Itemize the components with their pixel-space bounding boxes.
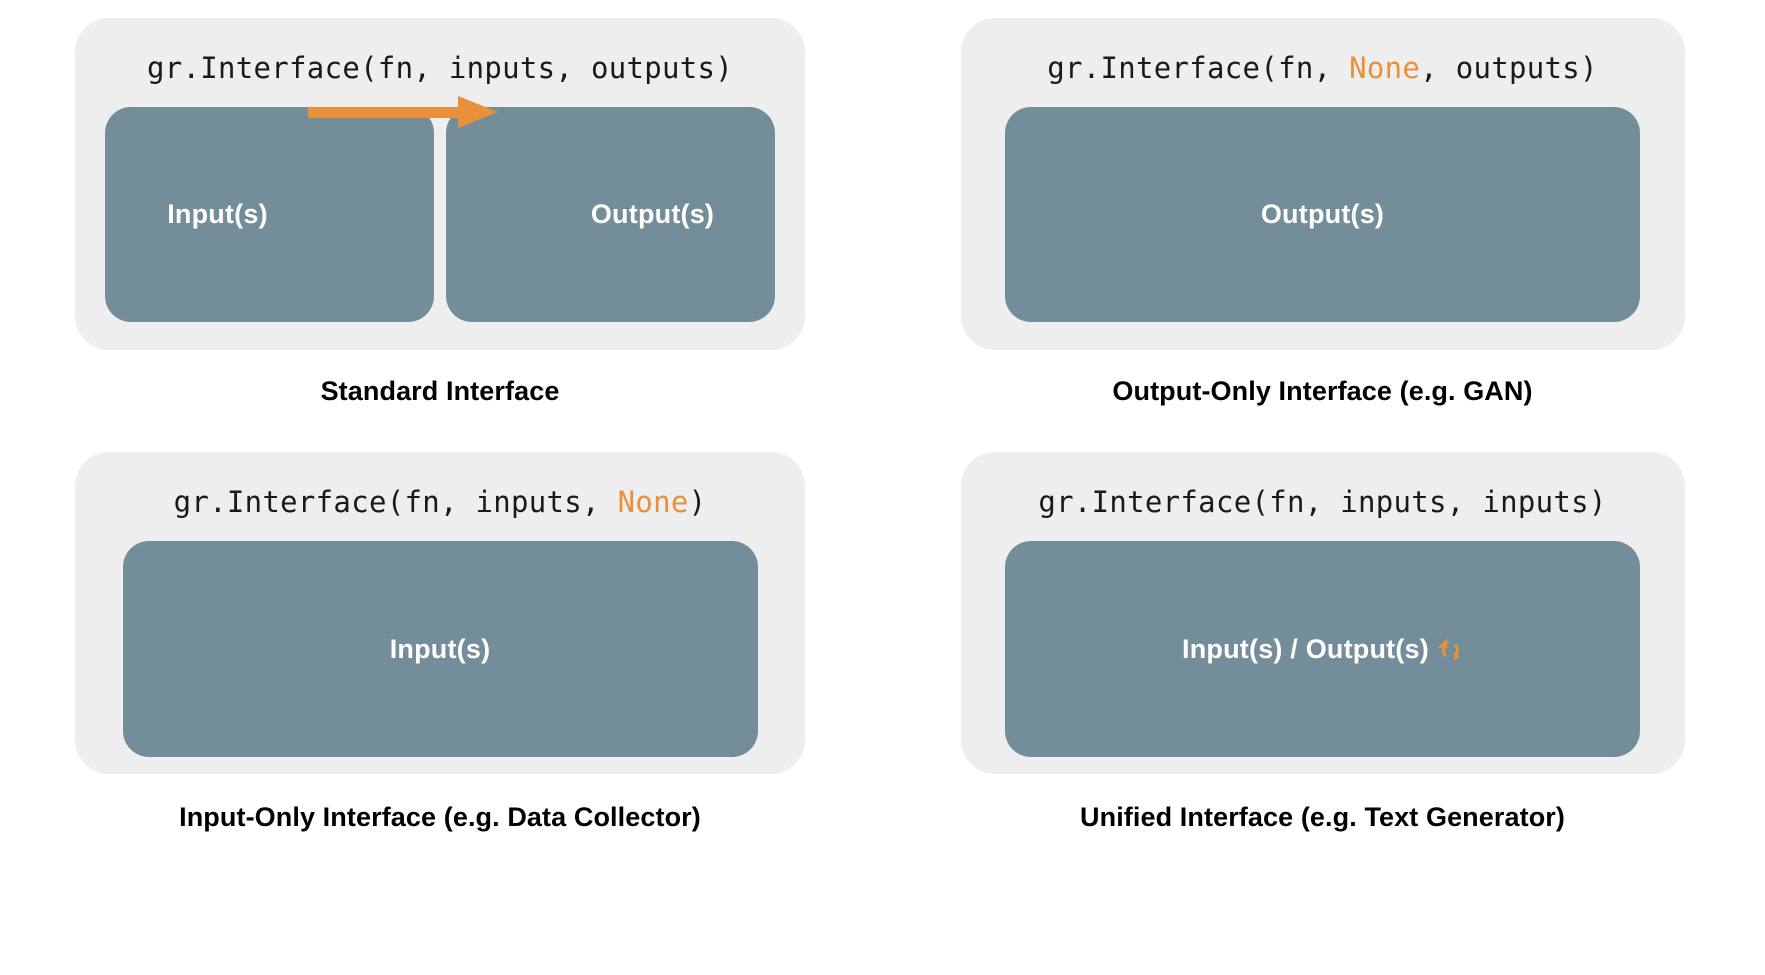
- code-segment-plain: gr.Interface(fn, inputs,: [173, 485, 618, 519]
- input-output-box-label-group: Input(s) / Output(s): [1182, 634, 1463, 665]
- code-signature-standard: gr.Interface(fn, inputs, outputs): [147, 54, 733, 83]
- box-row-standard: Input(s) Output(s): [105, 96, 775, 322]
- panel-caption-output-only: Output-Only Interface (e.g. GAN): [1112, 376, 1533, 406]
- output-box: Output(s): [446, 107, 775, 322]
- panel-input-only: gr.Interface(fn, inputs, None) Input(s) …: [0, 440, 880, 975]
- code-signature-unified: gr.Interface(fn, inputs, inputs): [1038, 488, 1606, 517]
- code-segment-plain-tail: ): [688, 485, 707, 519]
- code-segment-plain: gr.Interface(fn,: [1047, 51, 1350, 85]
- input-output-box-label: Input(s) / Output(s): [1182, 633, 1429, 664]
- panel-input-only-body: gr.Interface(fn, inputs, None) Input(s): [75, 452, 805, 774]
- code-segment-plain: gr.Interface(fn, inputs, outputs): [146, 51, 734, 85]
- input-box: Input(s): [105, 107, 434, 322]
- panel-unified: gr.Interface(fn, inputs, inputs) Input(s…: [880, 440, 1765, 975]
- panel-unified-body: gr.Interface(fn, inputs, inputs) Input(s…: [960, 452, 1685, 774]
- input-output-box: Input(s) / Output(s): [1005, 541, 1640, 757]
- panel-output-only: gr.Interface(fn, None, outputs) Output(s…: [880, 0, 1765, 440]
- box-row-unified: Input(s) / Output(s): [1005, 541, 1640, 757]
- loop-refresh-icon: [1437, 637, 1463, 663]
- panel-caption-input-only: Input-Only Interface (e.g. Data Collecto…: [179, 802, 701, 832]
- panel-output-only-body: gr.Interface(fn, None, outputs) Output(s…: [960, 18, 1685, 350]
- code-segment-plain: gr.Interface(fn, inputs, inputs): [1038, 485, 1607, 519]
- panel-caption-standard: Standard Interface: [320, 376, 560, 406]
- panel-standard-body: gr.Interface(fn, inputs, outputs) Input(…: [75, 18, 805, 350]
- input-box: Input(s): [122, 541, 758, 757]
- output-box-label: Output(s): [590, 199, 715, 229]
- code-signature-output-only: gr.Interface(fn, None, outputs): [1047, 54, 1598, 83]
- panel-standard: gr.Interface(fn, inputs, outputs) Input(…: [0, 0, 880, 440]
- panel-caption-unified: Unified Interface (e.g. Text Generator): [1080, 802, 1565, 832]
- code-segment-none: None: [1349, 51, 1421, 85]
- box-row-input-only: Input(s): [122, 541, 758, 757]
- box-row-output-only: Output(s): [1005, 107, 1640, 322]
- code-signature-input-only: gr.Interface(fn, inputs, None): [174, 488, 707, 517]
- output-box-label: Output(s): [1260, 199, 1385, 229]
- code-segment-plain-tail: , outputs): [1420, 51, 1598, 85]
- output-box: Output(s): [1005, 107, 1640, 322]
- code-segment-none: None: [617, 485, 689, 519]
- input-box-label: Input(s): [389, 633, 491, 664]
- input-box-label: Input(s): [167, 199, 268, 229]
